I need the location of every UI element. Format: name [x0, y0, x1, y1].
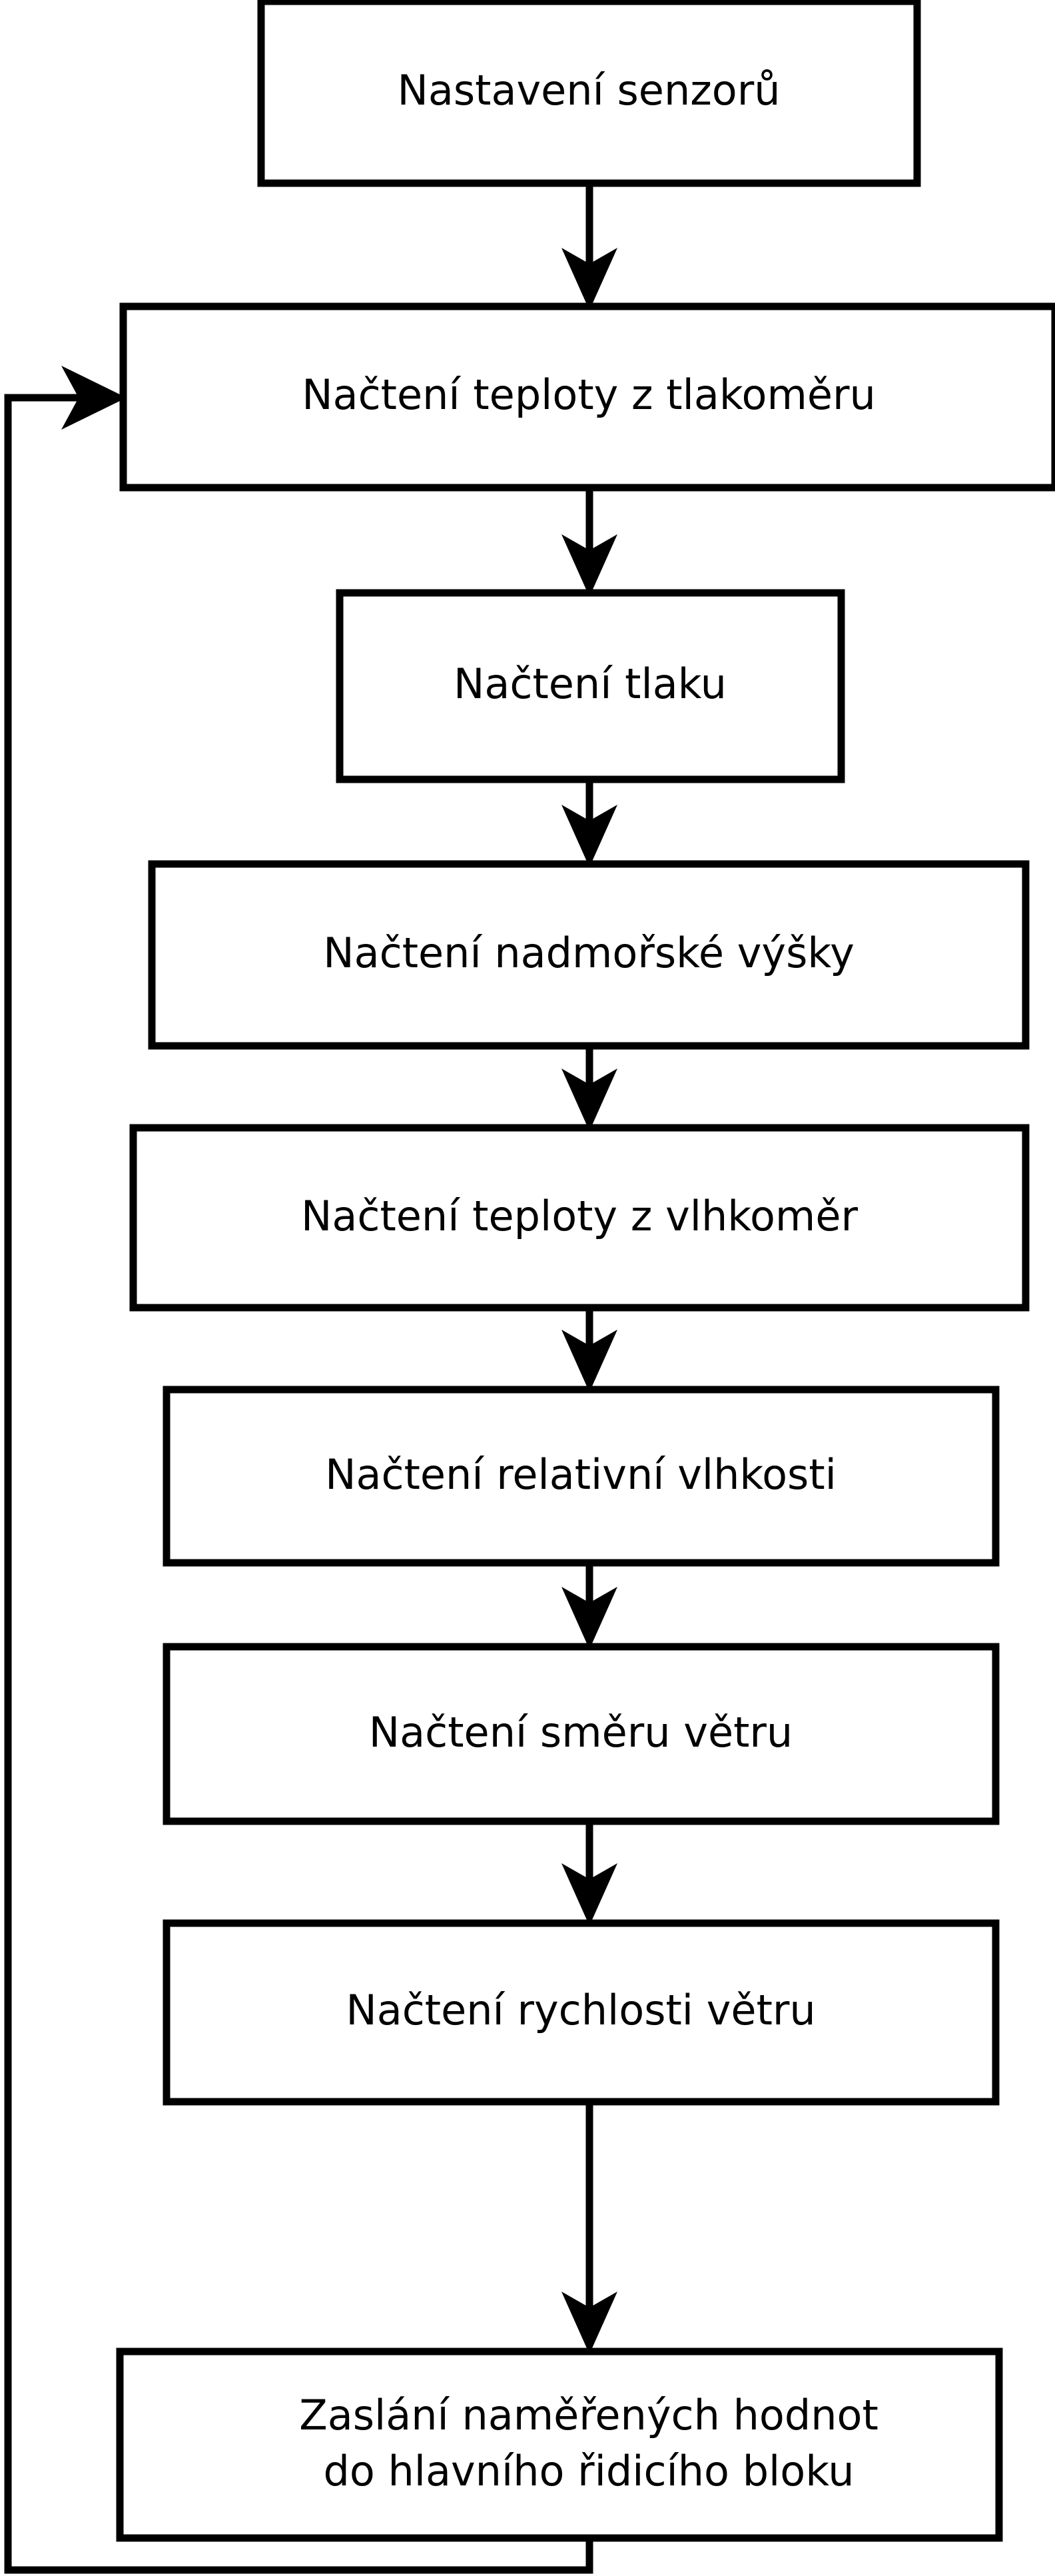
node-nacteni-rychlosti-vetru[interactable]: Načtení rychlosti větru — [163, 1919, 1000, 2106]
node-box[interactable] — [148, 860, 1030, 1050]
arrowhead-icon — [561, 2292, 617, 2354]
node-box[interactable] — [116, 2348, 1003, 2542]
node-nacteni-tlaku[interactable]: Načtení tlaku — [336, 589, 845, 783]
node-zaslani-namerenych-hodnot[interactable]: Zaslání naměřených hodnot do hlavního ři… — [116, 2348, 1003, 2542]
edge-tlakomer-to-tlak — [561, 488, 617, 597]
node-nacteni-smeru-vetru[interactable]: Načtení směru větru — [163, 1643, 1000, 1825]
node-group: Nastavení senzorů Načtení teploty z tlak… — [116, 0, 1055, 2542]
edge-nadmorska-vyska-to-vlhkomer — [561, 1046, 617, 1131]
edge-rychlost-vetru-to-zaslani — [561, 2102, 617, 2354]
node-nacteni-nadmorske-vysky[interactable]: Načtení nadmořské výšky — [148, 860, 1030, 1050]
node-label-line-1: Zaslání naměřených hodnot — [299, 2391, 879, 2439]
node-box[interactable] — [163, 1919, 1000, 2106]
arrowhead-icon — [561, 1330, 617, 1392]
arrowhead-icon — [561, 1069, 617, 1131]
edge-smer-vetru-to-rychlost-vetru — [561, 1821, 617, 1926]
node-label: Načtení tlaku — [454, 659, 727, 708]
node-label: Načtení teploty z vlhkoměr — [301, 1192, 858, 1240]
edge-line — [4, 394, 593, 2574]
node-box[interactable] — [163, 1643, 1000, 1825]
edge-loop-back-to-tlakomer — [4, 366, 593, 2574]
node-nacteni-relativni-vlhkosti[interactable]: Načtení relativní vlhkosti — [163, 1386, 1000, 1567]
node-box[interactable] — [336, 589, 845, 783]
node-label: Načtení směru větru — [369, 1708, 793, 1757]
edge-nastaveni-to-tlakomer — [561, 183, 617, 310]
edge-tlak-to-nadmorska-vyska — [561, 779, 617, 867]
node-box[interactable] — [257, 0, 921, 187]
edge-vlhkomer-to-relativni-vlhkost — [561, 1308, 617, 1392]
edge-group — [4, 183, 617, 2574]
node-label: Načtení relativní vlhkosti — [325, 1450, 837, 1499]
node-label: Nastavení senzorů — [397, 66, 780, 115]
node-nacteni-teploty-z-tlakomeru[interactable]: Načtení teploty z tlakoměru — [119, 302, 1055, 492]
node-label: Načtení teploty z tlakoměru — [302, 370, 876, 419]
node-box[interactable] — [119, 302, 1055, 492]
node-box[interactable] — [163, 1386, 1000, 1567]
node-label-line-2: do hlavního řidicího bloku — [323, 2447, 854, 2495]
arrowhead-icon — [561, 1587, 617, 1649]
node-label: Načtení nadmořské výšky — [323, 929, 855, 977]
arrowhead-icon — [561, 805, 617, 867]
arrowhead-icon — [61, 366, 127, 430]
node-label: Načtení rychlosti větru — [346, 1986, 815, 2034]
arrowhead-icon — [561, 534, 617, 597]
arrowhead-icon — [561, 1863, 617, 1926]
arrowhead-icon — [561, 248, 617, 310]
node-box[interactable] — [129, 1124, 1030, 1312]
node-nacteni-teploty-z-vlhkomer[interactable]: Načtení teploty z vlhkoměr — [129, 1124, 1030, 1312]
node-nastaveni-senzoru[interactable]: Nastavení senzorů — [257, 0, 921, 187]
edge-relativni-vlhkost-to-smer-vetru — [561, 1563, 617, 1649]
